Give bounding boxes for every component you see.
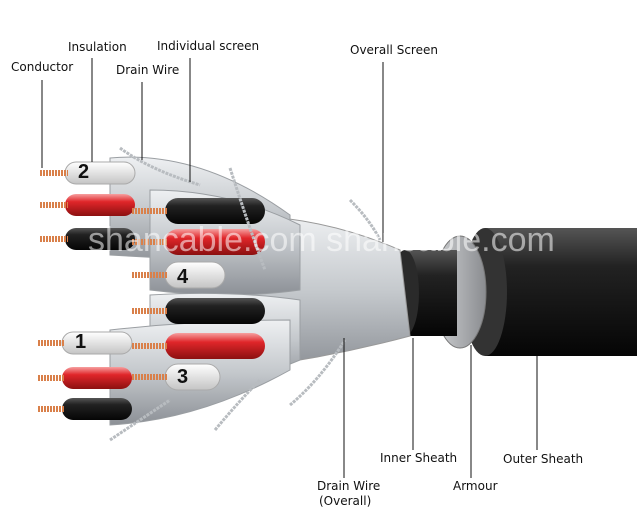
pair-number-2: 2 xyxy=(78,161,90,183)
label-drain-wire-overall-sub: (Overall) xyxy=(319,494,372,508)
pair-number-3: 3 xyxy=(177,366,189,388)
label-armour: Armour xyxy=(453,479,498,493)
label-outer-sheath: Outer Sheath xyxy=(503,452,584,466)
label-individual-screen: Individual screen xyxy=(157,39,260,53)
label-drain-wire: Drain Wire xyxy=(116,63,180,77)
label-inner-sheath: Inner Sheath xyxy=(380,451,458,465)
label-drain-wire-overall: Drain Wire xyxy=(317,479,381,493)
leader-lines xyxy=(41,58,538,478)
label-insulation: Insulation xyxy=(68,40,127,54)
pair-number-4: 4 xyxy=(177,266,189,288)
conductors xyxy=(38,170,168,412)
pair-number-1: 1 xyxy=(75,331,87,353)
label-conductor: Conductor xyxy=(11,60,74,74)
cores xyxy=(61,161,265,420)
label-overall-screen: Overall Screen xyxy=(350,43,438,57)
watermark: shancable.com shancable.com xyxy=(88,221,555,259)
